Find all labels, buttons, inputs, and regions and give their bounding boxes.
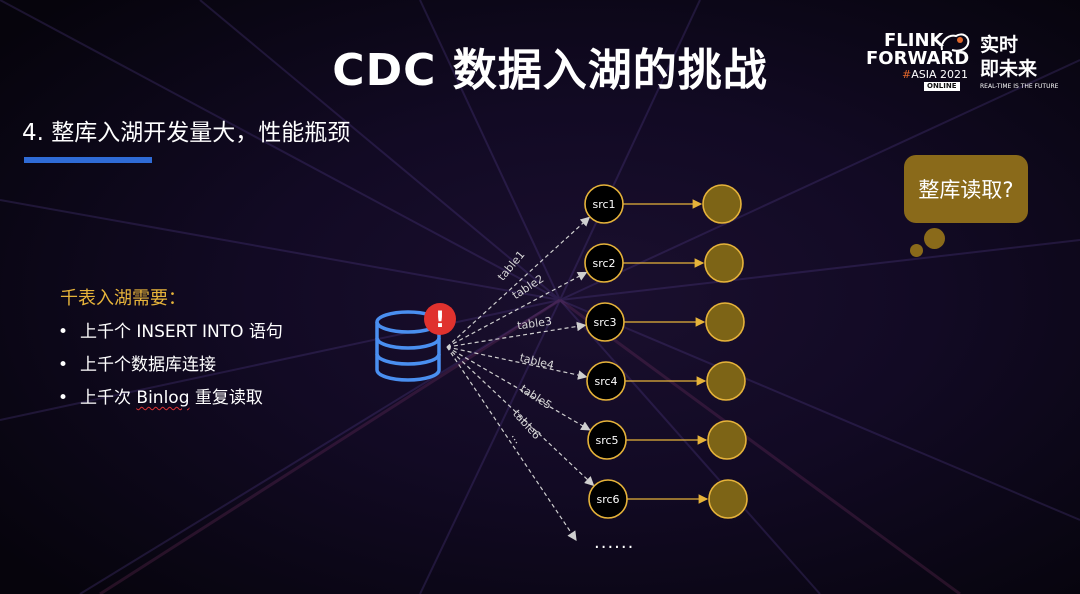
logo-tagline: REAL-TIME IS THE FUTURE	[980, 83, 1059, 90]
source-label-src1: src1	[592, 198, 615, 211]
edge-group: table1table2table3table4table5table6...	[446, 199, 709, 541]
list-item-text: 上千个 INSERT INTO 语句	[80, 322, 283, 342]
logo-flink-text: FLINK	[884, 30, 944, 51]
sink-node	[705, 302, 745, 342]
sink-node	[704, 243, 744, 283]
list-item: • 上千个数据库连接	[58, 349, 283, 382]
sink-node	[707, 420, 747, 460]
requirements-list: • 上千个 INSERT INTO 语句 • 上千个数据库连接 • 上千次 Binlo…	[58, 316, 283, 415]
logo-cn-line1: 实时	[980, 34, 1019, 56]
source-label-src4: src4	[594, 375, 617, 388]
bullet-dot: •	[58, 388, 69, 408]
table-edge	[446, 271, 588, 348]
source-label-src3: src3	[593, 316, 616, 329]
more-edge-label: ...	[509, 430, 526, 446]
table-edge	[446, 346, 588, 380]
edge-label-table4: table4	[518, 351, 555, 372]
more-ellipsis: ......	[594, 532, 635, 553]
sink-node	[706, 361, 746, 401]
flink-forward-logo: FLINK FORWARD #ASIA 2021 ONLINE 实时 即未来 R…	[862, 30, 1062, 94]
edge-label-table1: table1	[495, 248, 527, 283]
edge-label-table3: table3	[516, 315, 552, 333]
requirements-title: 千表入湖需要：	[60, 288, 186, 309]
source-label-src6: src6	[596, 493, 619, 506]
source-node	[588, 479, 628, 519]
database-icon	[375, 310, 441, 382]
subtitle-underline	[24, 157, 152, 163]
logo-forward-text: FORWARD	[866, 48, 970, 69]
section-subtitle: 4. 整库入湖开发量大，性能瓶颈	[22, 120, 351, 146]
logo-asia-text: #ASIA 2021	[902, 69, 968, 81]
squirrel-icon	[940, 33, 970, 52]
bullet-dot: •	[58, 355, 69, 375]
node-group: src1 src2 src3 src4 src5 src6	[584, 184, 748, 519]
binlog-term: Binlog	[136, 388, 190, 408]
source-node	[586, 361, 626, 401]
source-label-src5: src5	[595, 434, 618, 447]
table-edge	[446, 346, 595, 487]
sink-node	[708, 479, 748, 519]
callout-dot-small	[910, 244, 923, 257]
source-node	[587, 420, 627, 460]
list-item: • 上千个 INSERT INTO 语句	[58, 316, 283, 349]
source-node	[584, 243, 624, 283]
source-node	[584, 184, 624, 224]
list-item: • 上千次 Binlog 重复读取	[58, 382, 283, 415]
logo-cn-line2: 即未来	[980, 58, 1038, 80]
edge-label-table2: table2	[510, 272, 546, 302]
list-item-text-suffix: 重复读取	[189, 388, 263, 408]
logo-online-badge: ONLINE	[924, 82, 960, 91]
bullet-dot: •	[58, 322, 69, 342]
callout-bubble: 整库读取?	[904, 155, 1028, 223]
list-item-text: 上千次	[80, 388, 137, 408]
edge-label-table5: table5	[518, 382, 554, 412]
source-label-src2: src2	[592, 257, 615, 270]
page-title: CDC 数据入湖的挑战	[332, 45, 768, 96]
alert-icon: !	[424, 303, 456, 335]
logo-hash: #	[902, 68, 912, 81]
callout-dot-large	[924, 228, 945, 249]
more-edge	[446, 346, 577, 541]
list-item-text: 上千个数据库连接	[80, 355, 216, 375]
logo-asia-year: ASIA 2021	[911, 68, 968, 81]
source-node	[585, 302, 625, 342]
alert-mark: !	[435, 308, 445, 333]
table-edge	[446, 321, 587, 348]
sink-node	[702, 184, 742, 224]
